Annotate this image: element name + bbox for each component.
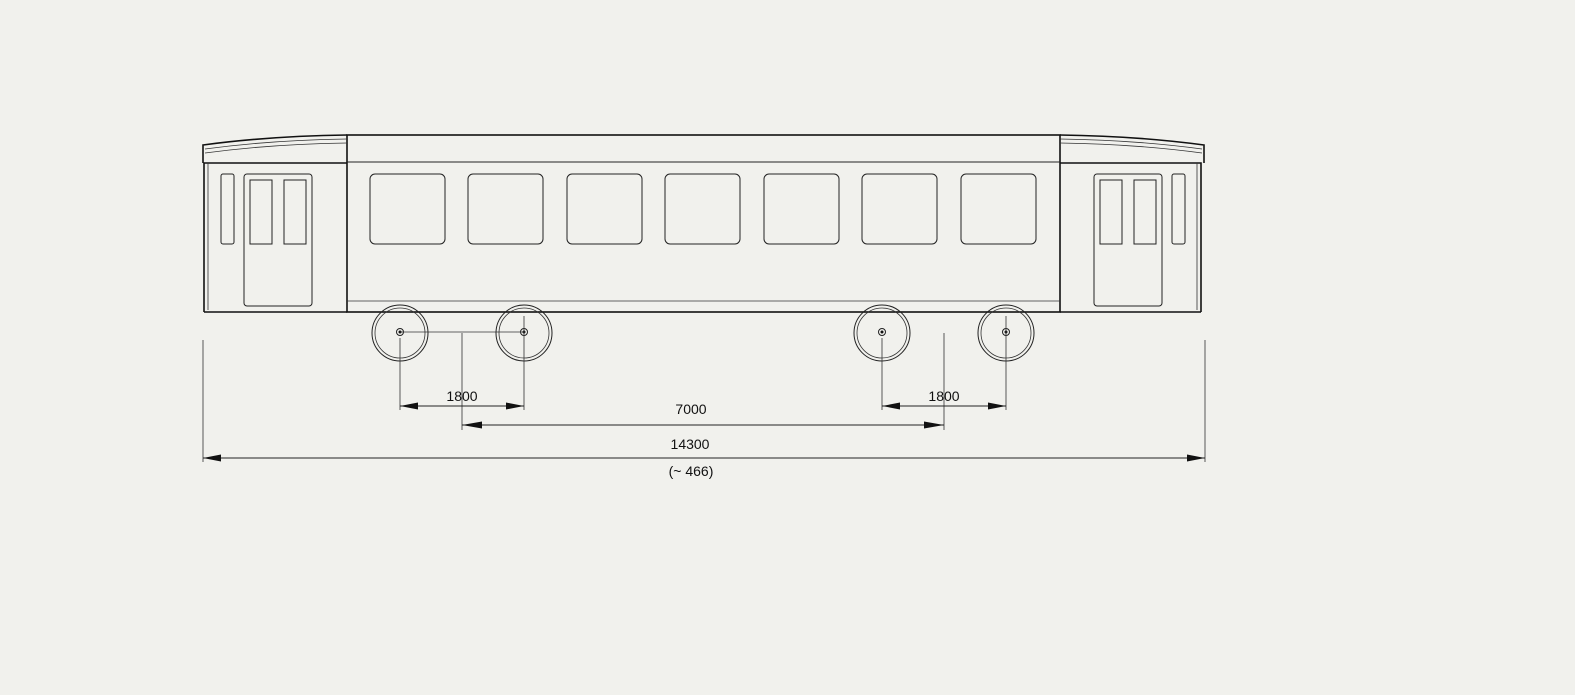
passenger-window [763,173,840,245]
dimension-label-axle-left: 1800 [446,388,477,404]
passenger-window [566,173,643,245]
dimension-axle-right: 1800 [882,388,1006,410]
right-door [1093,173,1163,307]
right-door-window-2 [1133,179,1157,245]
left-door-window-1 [249,179,273,245]
passenger-window [369,173,446,245]
dimension-axle-left: 1800 [400,388,524,410]
left-end-window [220,173,235,245]
passenger-window [861,173,938,245]
dimension-label-bogie-centers: 7000 [675,401,706,417]
right-roof-cap [1059,134,1205,163]
left-door [243,173,313,307]
right-end-window [1171,173,1186,245]
dimension-lines: 1800 1800 7000 14300 (~ 466) [202,316,1206,479]
dimension-label-overall-length-alt: (~ 466) [669,463,714,479]
passenger-window [467,173,544,245]
left-roof-cap [202,134,348,163]
dimension-overall-length: 14300 (~ 466) [203,436,1205,479]
center-section [346,134,1061,313]
car-body [202,134,1205,313]
passenger-windows [369,173,1037,245]
wheels [371,304,1035,362]
dimension-label-overall-length: 14300 [671,436,710,452]
right-door-window-1 [1099,179,1123,245]
right-end-section [1059,134,1205,313]
passenger-window [664,173,741,245]
dimension-label-axle-right: 1800 [928,388,959,404]
passenger-window [960,173,1037,245]
dimension-bogie-centers: 7000 [462,401,944,429]
left-end-section [202,134,348,313]
left-door-window-2 [283,179,307,245]
